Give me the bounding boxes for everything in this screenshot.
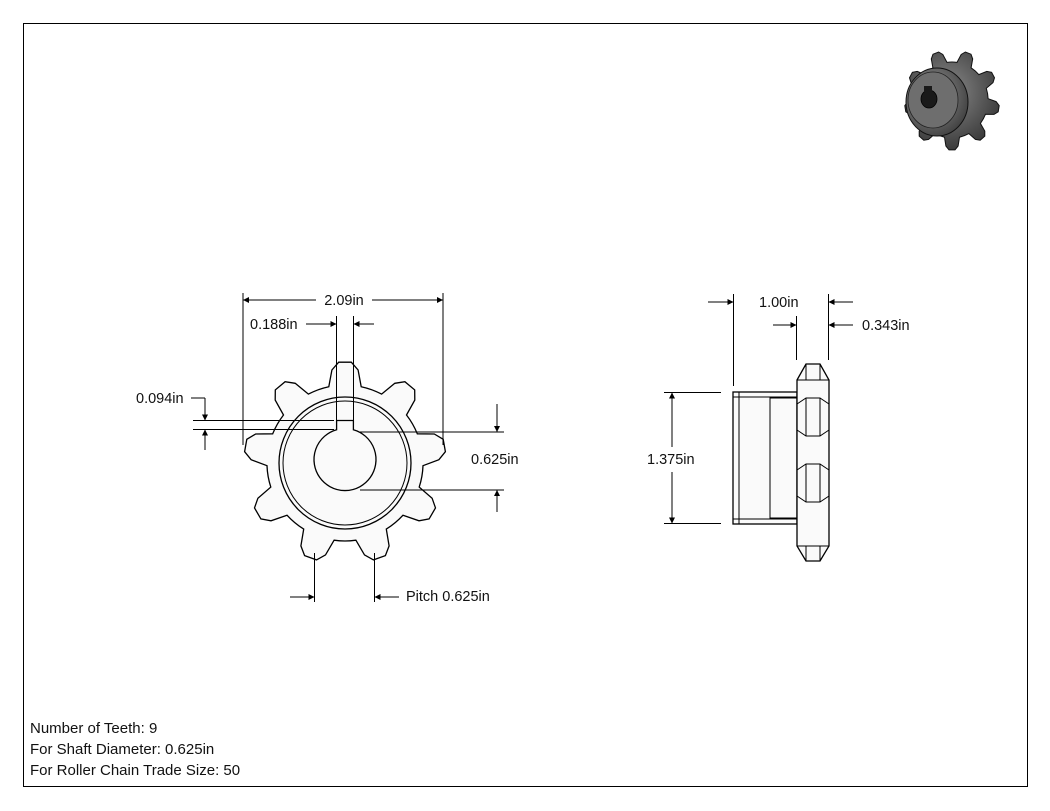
- spec-notes: Number of Teeth: 9 For Shaft Diameter: 0…: [30, 720, 240, 779]
- dim-tooth-width: 0.343in: [773, 316, 910, 360]
- sprocket-outline: [243, 361, 447, 561]
- dim-pitch: Pitch 0.625in: [290, 553, 490, 605]
- spec-shaft-diameter: For Shaft Diameter: 0.625in: [30, 741, 214, 758]
- hub-circle-inner: [282, 400, 408, 526]
- bore-with-keyway: [313, 419, 377, 492]
- dim-outside-diameter: 2.09in: [242, 293, 444, 445]
- dim-keyway-width-label: 0.188in: [250, 317, 298, 333]
- dim-outside-diameter-label: 2.09in: [324, 293, 364, 309]
- hub-circle: [278, 396, 412, 530]
- dim-bore: 0.625in: [360, 404, 519, 512]
- dim-bore-label: 0.625in: [471, 452, 519, 468]
- dim-hub-diameter: 1.375in: [647, 392, 721, 524]
- isometric-preview: [904, 51, 1000, 151]
- spec-chain-size: For Roller Chain Trade Size: 50: [30, 762, 240, 779]
- dim-tooth-width-label: 0.343in: [862, 318, 910, 334]
- front-view: 2.09in 0.188in 0.094in 0.625in: [136, 293, 519, 605]
- dim-keyway-width: 0.188in: [250, 316, 374, 430]
- dim-keyway-depth-label: 0.094in: [136, 391, 184, 407]
- spec-teeth: Number of Teeth: 9: [30, 720, 157, 737]
- dim-pitch-label: Pitch 0.625in: [406, 589, 490, 605]
- dim-hub-diameter-label: 1.375in: [647, 452, 695, 468]
- dim-overall-length-label: 1.00in: [759, 295, 799, 311]
- side-tooth-profile: [796, 363, 830, 562]
- iso-keyway: [924, 86, 932, 92]
- dim-overall-length: 1.00in: [708, 294, 853, 386]
- side-view: 1.00in 0.343in 1.375in: [647, 294, 910, 562]
- dim-keyway-depth: 0.094in: [136, 391, 334, 450]
- side-hub: [732, 391, 798, 525]
- iso-bore: [920, 89, 938, 109]
